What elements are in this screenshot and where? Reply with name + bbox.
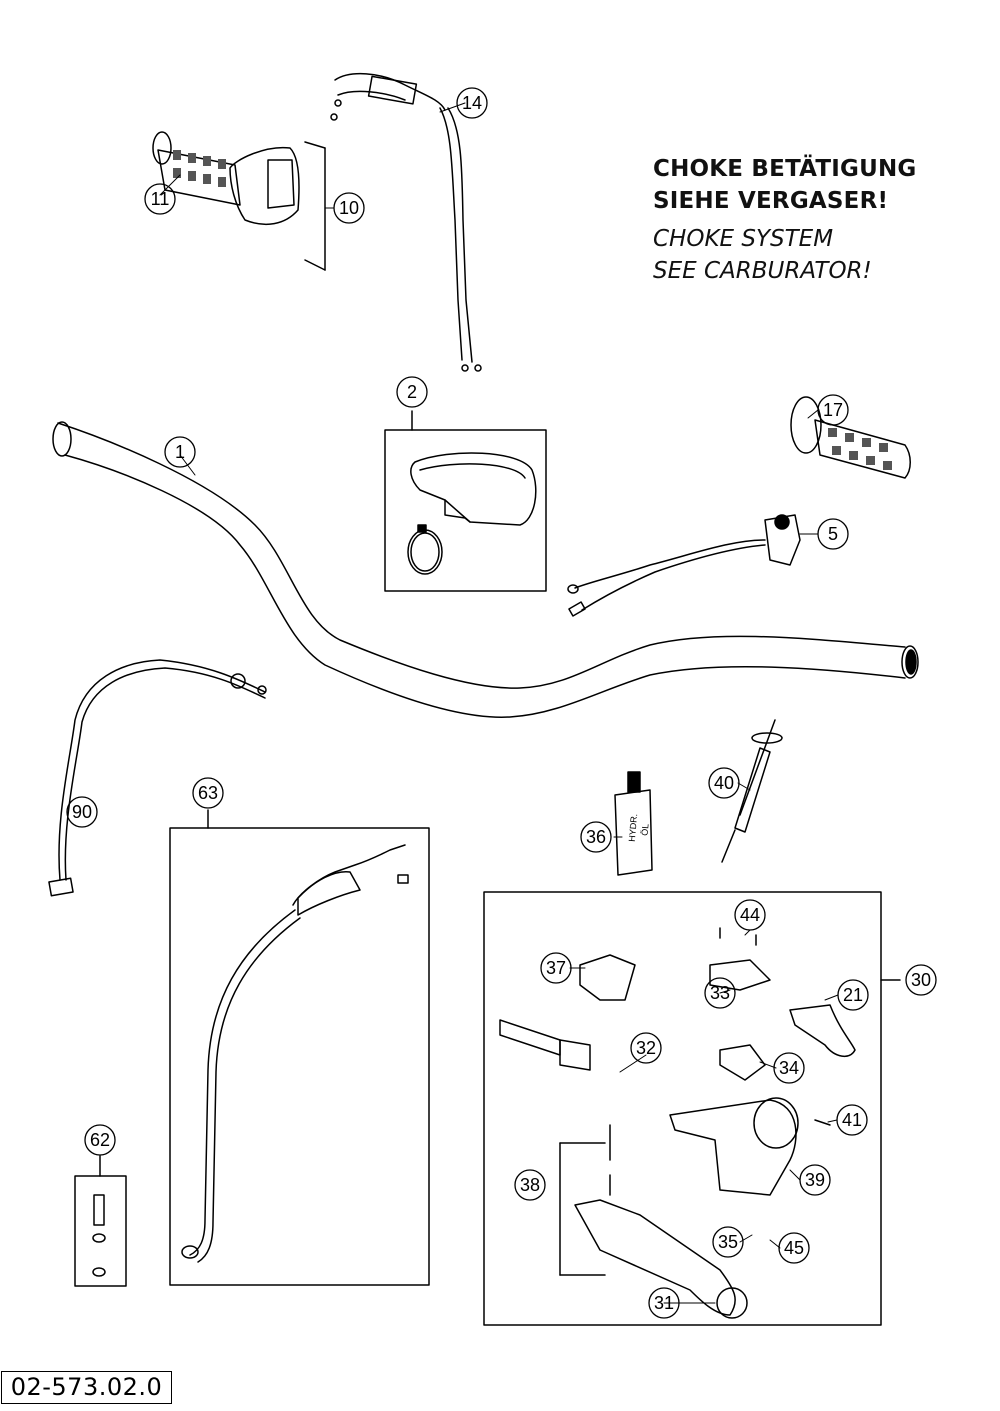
- svg-text:62: 62: [90, 1130, 110, 1150]
- callout-1: 1: [164, 436, 196, 468]
- throttle-cables: [330, 72, 482, 372]
- callout-63: 63: [192, 777, 224, 809]
- callout-45: 45: [778, 1232, 810, 1264]
- callout-32: 32: [630, 1032, 662, 1064]
- svg-text:11: 11: [151, 189, 170, 209]
- svg-text:2: 2: [407, 382, 417, 402]
- svg-text:36: 36: [586, 827, 606, 847]
- svg-text:44: 44: [740, 905, 760, 925]
- svg-text:10: 10: [339, 198, 359, 218]
- callout-35: 35: [712, 1226, 744, 1258]
- svg-text:31: 31: [654, 1293, 674, 1313]
- svg-text:1: 1: [175, 442, 185, 462]
- callout-38: 38: [514, 1169, 546, 1201]
- note-de-line1: CHOKE BETÄTIGUNG: [653, 156, 917, 182]
- leader-lines: [159, 102, 839, 1304]
- svg-text:32: 32: [636, 1038, 656, 1058]
- throttle-assembly: [152, 131, 326, 271]
- callout-14: 14: [456, 87, 488, 119]
- callout-2: 2: [396, 376, 428, 408]
- svg-text:40: 40: [714, 773, 734, 793]
- cable-90: [48, 659, 267, 897]
- callout-11: 11: [144, 183, 176, 215]
- svg-text:21: 21: [843, 985, 863, 1005]
- svg-text:39: 39: [805, 1170, 825, 1190]
- callout-5: 5: [817, 518, 849, 550]
- callout-31: 31: [648, 1287, 680, 1319]
- callout-30: 30: [905, 964, 937, 996]
- callouts: 1 2 5 10 11 14 17 21 30 31 32 33 34 35 3…: [66, 87, 937, 1319]
- callout-10: 10: [333, 192, 365, 224]
- kill-switch: [567, 514, 801, 617]
- svg-text:37: 37: [546, 958, 566, 978]
- handlebar-pad-kit: [384, 410, 547, 592]
- callout-36: 36: [580, 821, 612, 853]
- callout-39: 39: [799, 1164, 831, 1196]
- note-en-line1: CHOKE SYSTEM: [653, 226, 834, 252]
- svg-text:35: 35: [718, 1232, 738, 1252]
- callout-41: 41: [836, 1104, 868, 1136]
- svg-text:63: 63: [198, 783, 218, 803]
- svg-text:14: 14: [462, 93, 482, 113]
- svg-text:17: 17: [823, 400, 843, 420]
- oil-bottle-label: HYDR.: [627, 813, 639, 842]
- svg-text:38: 38: [520, 1175, 540, 1195]
- svg-text:33: 33: [710, 983, 730, 1003]
- document-number: 02-573.02.0: [1, 1371, 172, 1404]
- svg-text:30: 30: [911, 970, 931, 990]
- svg-text:41: 41: [842, 1110, 862, 1130]
- note-en-line2: SEE CARBURATOR!: [653, 258, 872, 284]
- bleeder-kit: [74, 1155, 127, 1287]
- oil-bottle-label-2: ÖL: [640, 823, 651, 836]
- svg-text:34: 34: [779, 1058, 799, 1078]
- callout-44: 44: [734, 899, 766, 931]
- callout-21: 21: [837, 979, 869, 1011]
- callout-17: 17: [817, 394, 849, 426]
- svg-text:90: 90: [72, 802, 92, 822]
- callout-34: 34: [773, 1052, 805, 1084]
- callout-37: 37: [540, 952, 572, 984]
- handlebar: [52, 421, 919, 718]
- svg-text:45: 45: [784, 1238, 804, 1258]
- svg-text:5: 5: [828, 524, 838, 544]
- callout-62: 62: [84, 1124, 116, 1156]
- left-grip: [790, 396, 911, 479]
- bleed-syringe: [721, 719, 783, 863]
- hydraulic-oil-bottle: HYDR. ÖL: [614, 771, 653, 876]
- callout-40: 40: [708, 767, 740, 799]
- callout-33: 33: [704, 977, 736, 1009]
- clutch-line-kit: [169, 809, 430, 1286]
- callout-90: 90: [66, 796, 98, 828]
- note-de-line2: SIEHE VERGASER!: [653, 188, 889, 214]
